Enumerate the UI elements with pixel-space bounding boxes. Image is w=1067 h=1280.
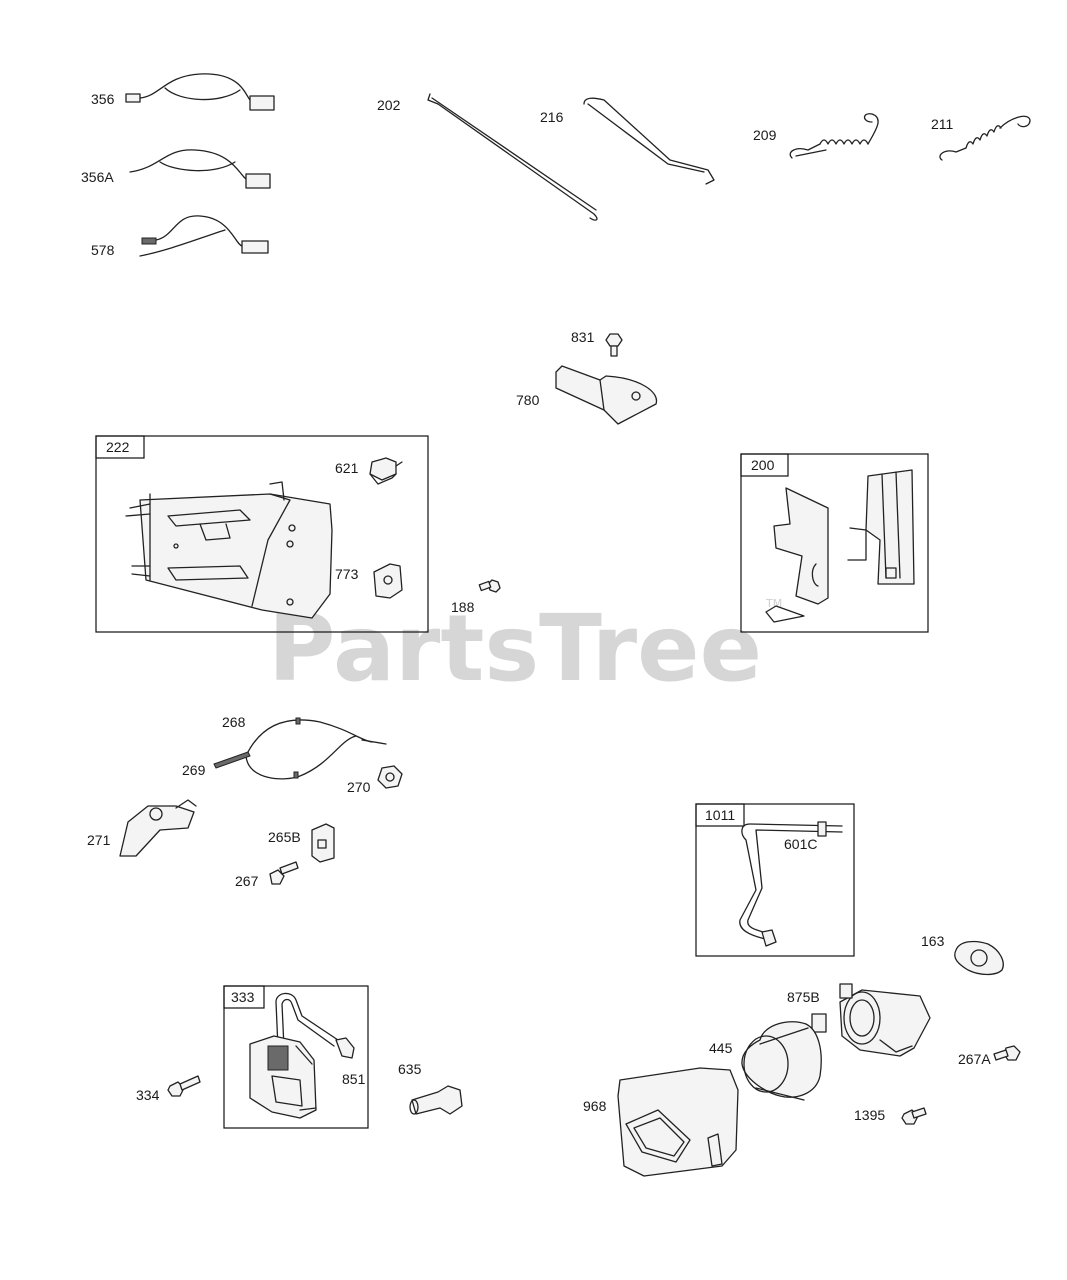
callout-334: 334 xyxy=(136,1087,160,1103)
callout-188: 188 xyxy=(451,599,475,615)
part-267A-screw xyxy=(993,1045,1021,1061)
callout-269: 269 xyxy=(182,762,206,778)
part-1395-screw xyxy=(901,1107,927,1125)
callout-163: 163 xyxy=(921,933,945,949)
part-780-bracket xyxy=(555,365,658,425)
group-label-200: 200 xyxy=(751,457,775,473)
group-label-333: 333 xyxy=(231,989,255,1005)
part-334-screw xyxy=(167,1075,201,1097)
callout-635: 635 xyxy=(398,1061,422,1077)
callout-211: 211 xyxy=(931,116,954,132)
group-label-222: 222 xyxy=(106,439,130,455)
callout-445: 445 xyxy=(709,1040,733,1056)
callout-851: 851 xyxy=(342,1071,366,1087)
part-268-throttle-cable xyxy=(213,717,387,780)
callout-1395: 1395 xyxy=(854,1107,885,1123)
group-333: 333 xyxy=(223,985,369,1129)
part-635-spark-plug-boot xyxy=(409,1085,463,1115)
callout-968: 968 xyxy=(583,1098,607,1114)
part-188-screw xyxy=(478,579,501,593)
part-621-clip xyxy=(369,457,403,485)
callout-265B: 265B xyxy=(268,829,301,845)
part-209-spring xyxy=(789,113,879,159)
part-271-throttle-bracket xyxy=(119,799,197,857)
group-label-1011: 1011 xyxy=(705,807,735,823)
callout-202: 202 xyxy=(377,97,401,113)
callout-780: 780 xyxy=(516,392,540,408)
part-356-wire-harness xyxy=(125,73,275,111)
callout-601C: 601C xyxy=(784,836,817,852)
callout-578: 578 xyxy=(91,242,115,258)
callout-216: 216 xyxy=(540,109,564,125)
callout-271: 271 xyxy=(87,832,111,848)
part-216-governor-link xyxy=(583,97,715,185)
callout-773: 773 xyxy=(335,566,359,582)
callout-875B: 875B xyxy=(787,989,820,1005)
part-270-nut xyxy=(377,765,403,789)
callouts: 356 356A 578 202 216 209 211 831 780 621… xyxy=(81,91,991,1123)
callout-621: 621 xyxy=(335,460,359,476)
part-851-terminal xyxy=(335,1037,355,1059)
callout-270: 270 xyxy=(347,779,371,795)
callout-267A: 267A xyxy=(958,1051,991,1067)
group-1011: 1011 xyxy=(695,803,855,957)
callout-356: 356 xyxy=(91,91,115,107)
part-265B-clamp xyxy=(311,823,335,863)
callout-356A: 356A xyxy=(81,169,114,185)
part-211-spring xyxy=(939,115,1031,161)
part-968-air-cleaner-cover xyxy=(617,1067,739,1177)
group-222: 222 xyxy=(95,435,429,633)
group-200: 200 xyxy=(740,453,929,633)
part-356A-wire-harness xyxy=(129,149,271,189)
part-445-air-filter xyxy=(741,1021,822,1101)
callout-209: 209 xyxy=(753,127,777,143)
part-875B-air-cleaner-base xyxy=(811,983,931,1057)
callout-267: 267 xyxy=(235,873,259,889)
part-773-clip xyxy=(373,563,403,599)
part-267-screw xyxy=(269,861,299,885)
part-831-screw xyxy=(605,333,623,357)
part-578-wire-harness xyxy=(139,215,269,257)
callout-268: 268 xyxy=(222,714,246,730)
part-163-gasket xyxy=(954,940,1004,976)
callout-831: 831 xyxy=(571,329,595,345)
watermark: PartsTree xyxy=(268,595,762,702)
part-202-governor-link xyxy=(427,93,598,221)
